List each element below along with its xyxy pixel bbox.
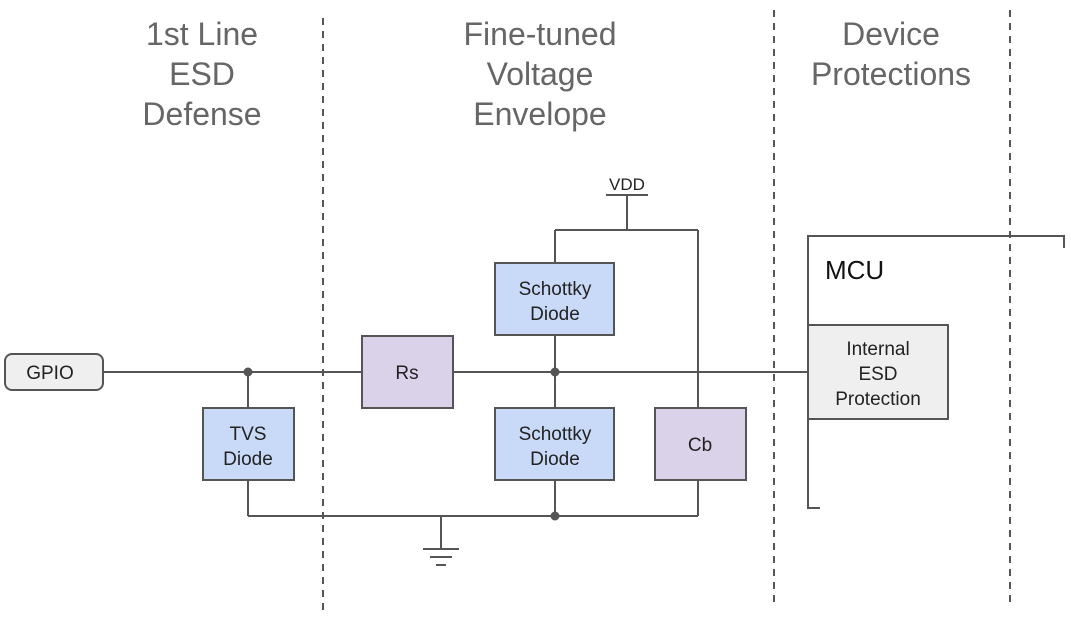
schottky-bottom-label-line-2: Diode <box>530 449 580 470</box>
section-title-first-line: 1st Line ESD Defense <box>142 16 261 132</box>
internal-esd-label-line-2: ESD <box>858 364 897 385</box>
section-title-line-2: ESD <box>169 56 235 92</box>
schottky-top-label-line-2: Diode <box>530 304 580 325</box>
junction-node <box>550 511 560 521</box>
mcu-label: MCU <box>825 255 884 285</box>
gpio-pin: GPIO <box>4 353 104 391</box>
section-title-line-2: Protections <box>811 56 971 92</box>
section-title-fine-tuned: Fine-tuned Voltage Envelope <box>464 16 617 132</box>
internal-esd-label-line-3: Protection <box>835 389 921 410</box>
mcu-outline: MCU <box>807 235 1065 509</box>
section-title-device: Device Protections <box>811 16 971 92</box>
section-title-line-3: Envelope <box>473 96 606 132</box>
vdd-label: VDD <box>609 175 645 194</box>
tvs-label-line-1: TVS <box>230 424 267 445</box>
junction-node <box>550 367 560 377</box>
circuit-wires <box>103 196 808 549</box>
vdd-symbol: VDD <box>606 175 648 196</box>
gpio-label: GPIO <box>26 363 74 384</box>
rs-label: Rs <box>395 363 418 384</box>
internal-esd-protection: Internal ESD Protection <box>807 324 949 420</box>
schottky-diode-top: Schottky Diode <box>494 262 615 336</box>
junction-node <box>243 367 253 377</box>
tvs-label-line-2: Diode <box>223 449 273 470</box>
schottky-bottom-label-line-1: Schottky <box>519 424 592 445</box>
section-title-line-1: 1st Line <box>146 16 258 52</box>
section-title-line-3: Defense <box>142 96 261 132</box>
internal-esd-label-line-1: Internal <box>846 339 909 360</box>
ground-symbol-icon <box>423 548 459 566</box>
cb-label: Cb <box>688 435 712 456</box>
schottky-top-label-line-1: Schottky <box>519 279 592 300</box>
schottky-diode-bottom: Schottky Diode <box>494 407 615 481</box>
section-title-line-1: Fine-tuned <box>464 16 617 52</box>
series-resistor-rs: Rs <box>361 335 454 409</box>
capacitor-cb: Cb <box>654 407 747 481</box>
section-title-line-1: Device <box>842 16 940 52</box>
section-title-line-2: Voltage <box>487 56 594 92</box>
tvs-diode: TVS Diode <box>202 407 295 481</box>
